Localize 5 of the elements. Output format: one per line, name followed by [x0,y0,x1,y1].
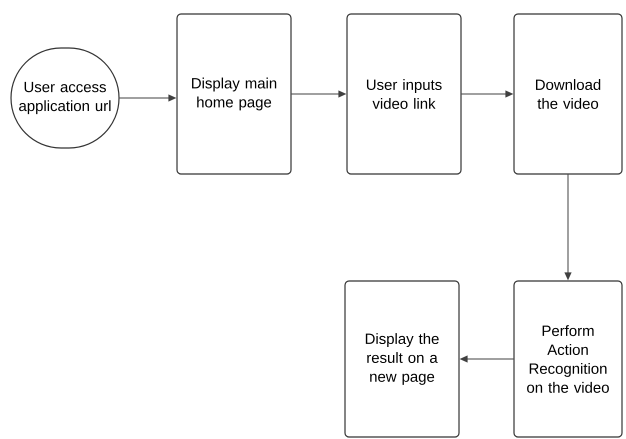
process-box: Perform Action Recognition on the video [513,280,623,438]
process-box: User inputs video link [346,13,462,175]
process-box: Display main home page [176,13,292,175]
process-box: Download the video [513,13,623,175]
process-box: Display the result on a new page [344,280,460,438]
